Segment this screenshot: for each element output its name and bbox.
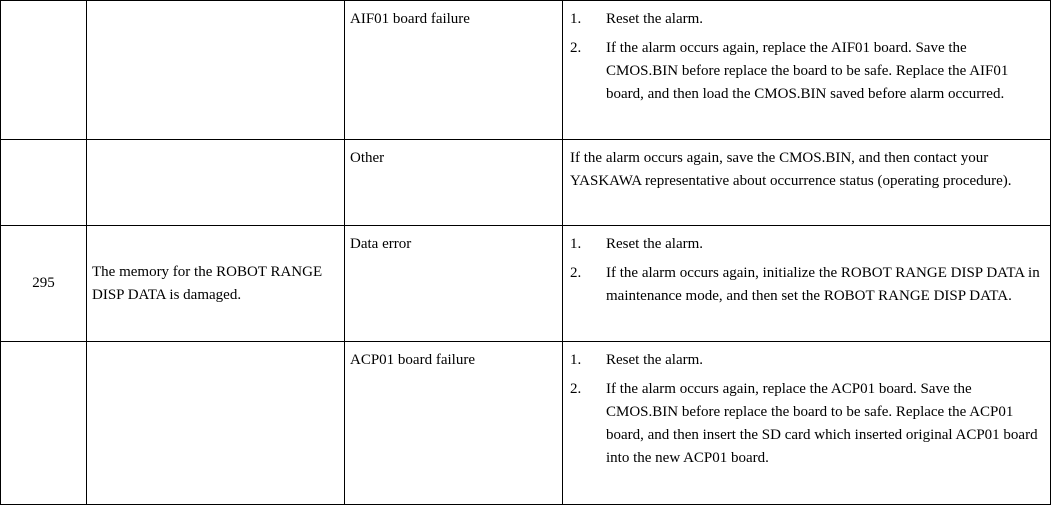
remedy-step-text: Reset the alarm. (606, 236, 704, 252)
alarm-cause-cell: ACP01 board failure (344, 341, 563, 505)
remedy-step-text: Reset the alarm. (606, 352, 704, 368)
remedy-step-text: If the alarm occurs again, initialize th… (606, 265, 1040, 304)
remedy-step-number: 2. (570, 381, 582, 397)
alarm-cause-cell: Other (344, 139, 563, 226)
remedy-step-number: 1. (570, 236, 582, 252)
remedy-step-number: 1. (570, 11, 582, 27)
alarm-remedy-cell: If the alarm occurs again, save the CMOS… (562, 139, 1051, 226)
alarm-description-cell (86, 0, 345, 140)
remedy-step-number: 1. (570, 352, 582, 368)
remedy-step: 1. Reset the alarm. (570, 349, 1040, 372)
alarm-cause-cell: Data error (344, 225, 563, 342)
remedy-step: 1. Reset the alarm. (570, 8, 1040, 31)
alarm-number-cell: 295 (0, 225, 87, 342)
alarm-remedy-cell: 1. Reset the alarm. 2. If the alarm occu… (562, 341, 1051, 505)
table-row: 295 The memory for the ROBOT RANGE DISP … (0, 225, 1051, 342)
alarm-number-cell (0, 341, 87, 505)
table-row: AIF01 board failure 1. Reset the alarm. … (0, 0, 1051, 140)
remedy-step: 2. If the alarm occurs again, replace th… (570, 37, 1040, 106)
alarm-description-cell (86, 341, 345, 505)
alarm-number-cell (0, 139, 87, 226)
alarm-description-cell: The memory for the ROBOT RANGE DISP DATA… (86, 225, 345, 342)
remedy-step: 2. If the alarm occurs again, initialize… (570, 262, 1040, 308)
table-row: Other If the alarm occurs again, save th… (0, 139, 1051, 226)
table-row: ACP01 board failure 1. Reset the alarm. … (0, 341, 1051, 505)
alarm-remedy-cell: 1. Reset the alarm. 2. If the alarm occu… (562, 0, 1051, 140)
remedy-step-text: If the alarm occurs again, replace the A… (606, 381, 1038, 466)
remedy-step-text: Reset the alarm. (606, 11, 704, 27)
alarm-cause-cell: AIF01 board failure (344, 0, 563, 140)
alarm-description-cell (86, 139, 345, 226)
remedy-step: 2. If the alarm occurs again, replace th… (570, 378, 1040, 470)
remedy-step-number: 2. (570, 40, 582, 56)
remedy-text: If the alarm occurs again, save the CMOS… (570, 150, 1012, 189)
remedy-step: 1. Reset the alarm. (570, 233, 1040, 256)
alarm-number-cell (0, 0, 87, 140)
remedy-step-number: 2. (570, 265, 582, 281)
remedy-step-text: If the alarm occurs again, replace the A… (606, 40, 1009, 102)
alarm-remedy-cell: 1. Reset the alarm. 2. If the alarm occu… (562, 225, 1051, 342)
